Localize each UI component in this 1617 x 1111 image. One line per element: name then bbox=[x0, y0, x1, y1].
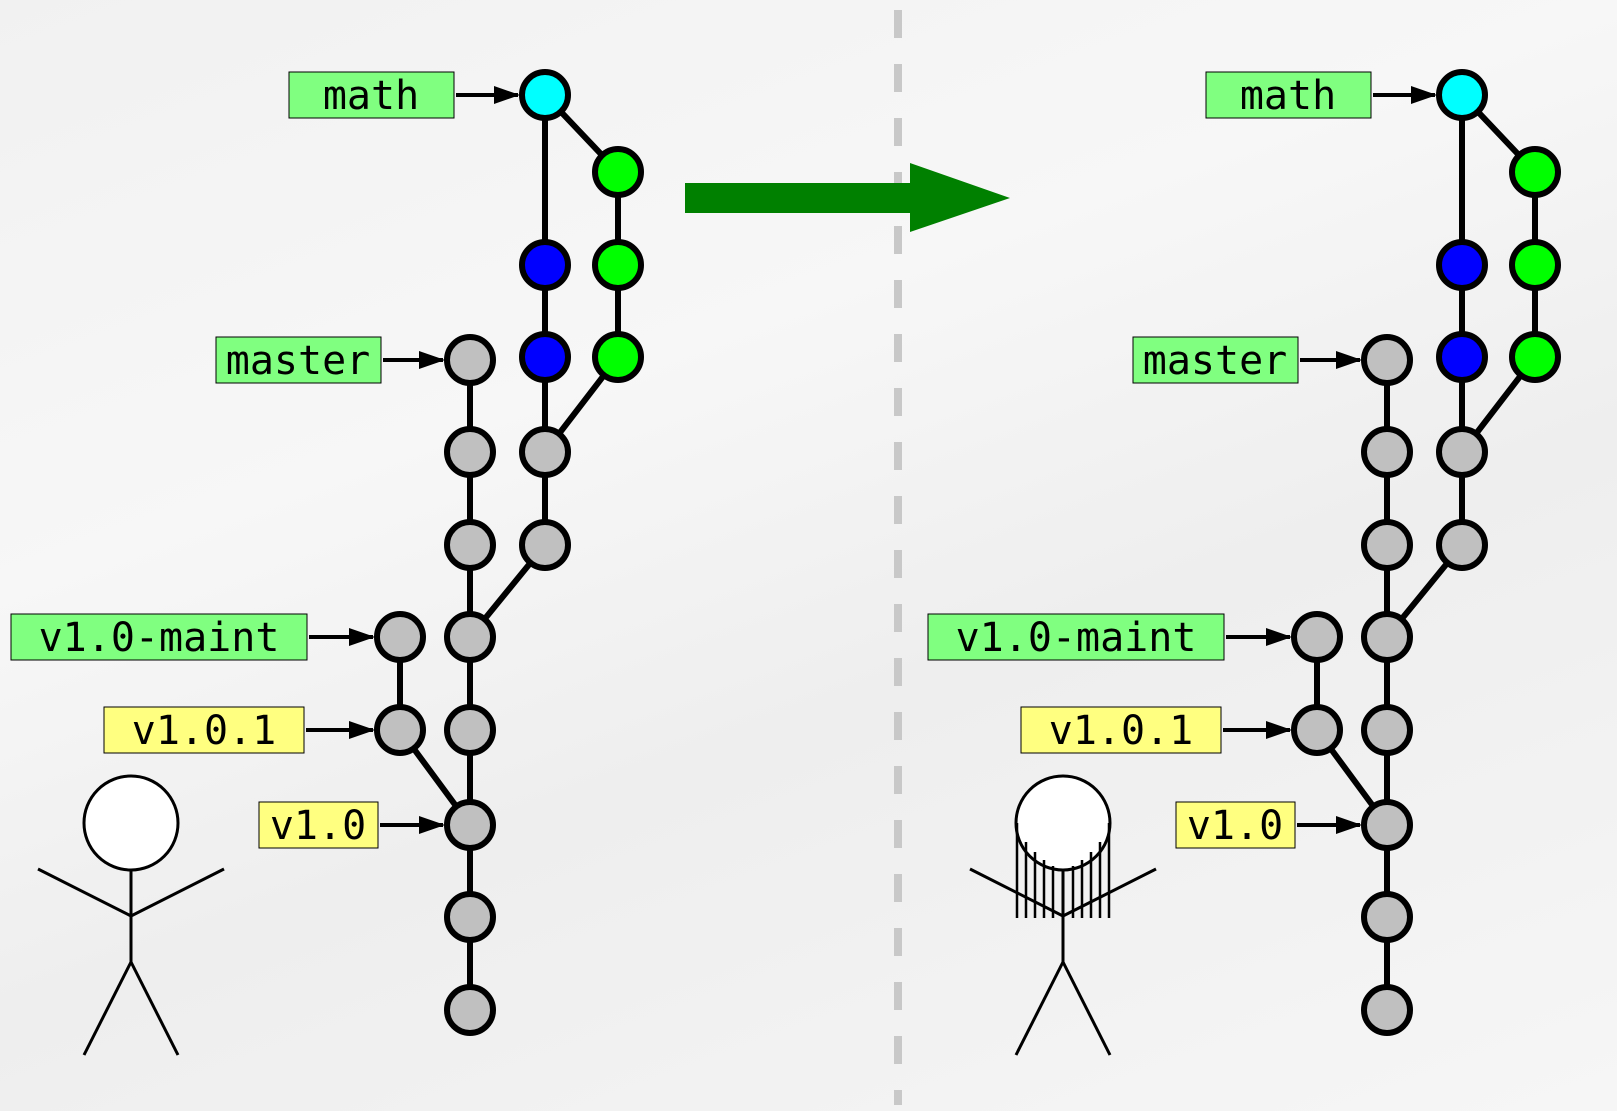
stick-figure-icon bbox=[37, 774, 225, 1056]
after-panel: math master v1.0-maint v1.0.1 v1.0 bbox=[928, 72, 1558, 1056]
label-v1-0-maint: v1.0-maint bbox=[956, 615, 1197, 661]
label-v1-0-1: v1.0.1 bbox=[132, 708, 277, 754]
before-panel: math master v1.0-maint v1.0.1 v1.0 bbox=[11, 72, 641, 1056]
label-v1-0: v1.0 bbox=[270, 803, 366, 849]
transition-arrow bbox=[685, 163, 1010, 232]
label-v1-0-maint: v1.0-maint bbox=[39, 615, 280, 661]
label-math: math bbox=[323, 73, 419, 119]
label-math: math bbox=[1240, 73, 1336, 119]
label-v1-0-1: v1.0.1 bbox=[1049, 708, 1194, 754]
stick-figure-long-hair-icon bbox=[969, 774, 1157, 1056]
label-v1-0: v1.0 bbox=[1187, 803, 1283, 849]
label-master: master bbox=[1143, 338, 1288, 384]
label-master: master bbox=[226, 338, 371, 384]
